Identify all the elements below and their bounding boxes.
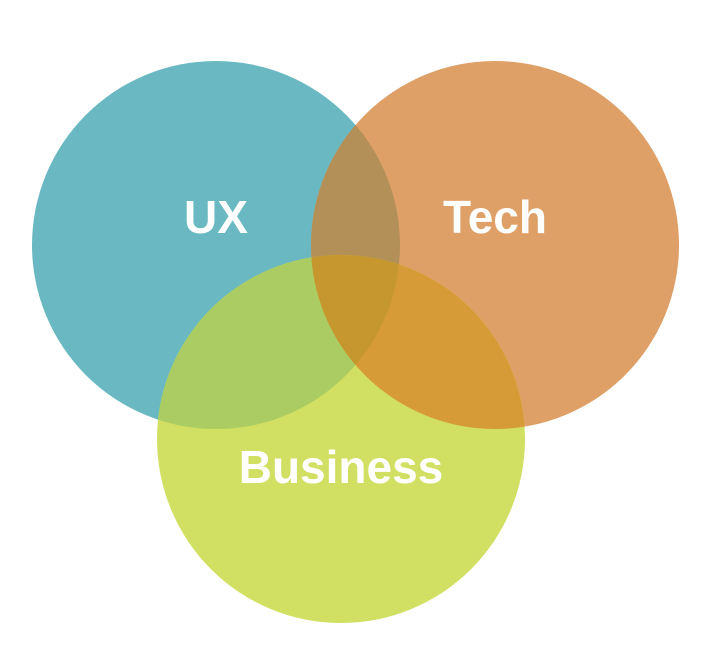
- business-label: Business: [239, 441, 444, 493]
- ux-label: UX: [184, 191, 248, 243]
- ux-business-overlap: [157, 255, 400, 429]
- tech-business-overlap: [311, 255, 525, 429]
- tech-label: Tech: [443, 191, 547, 243]
